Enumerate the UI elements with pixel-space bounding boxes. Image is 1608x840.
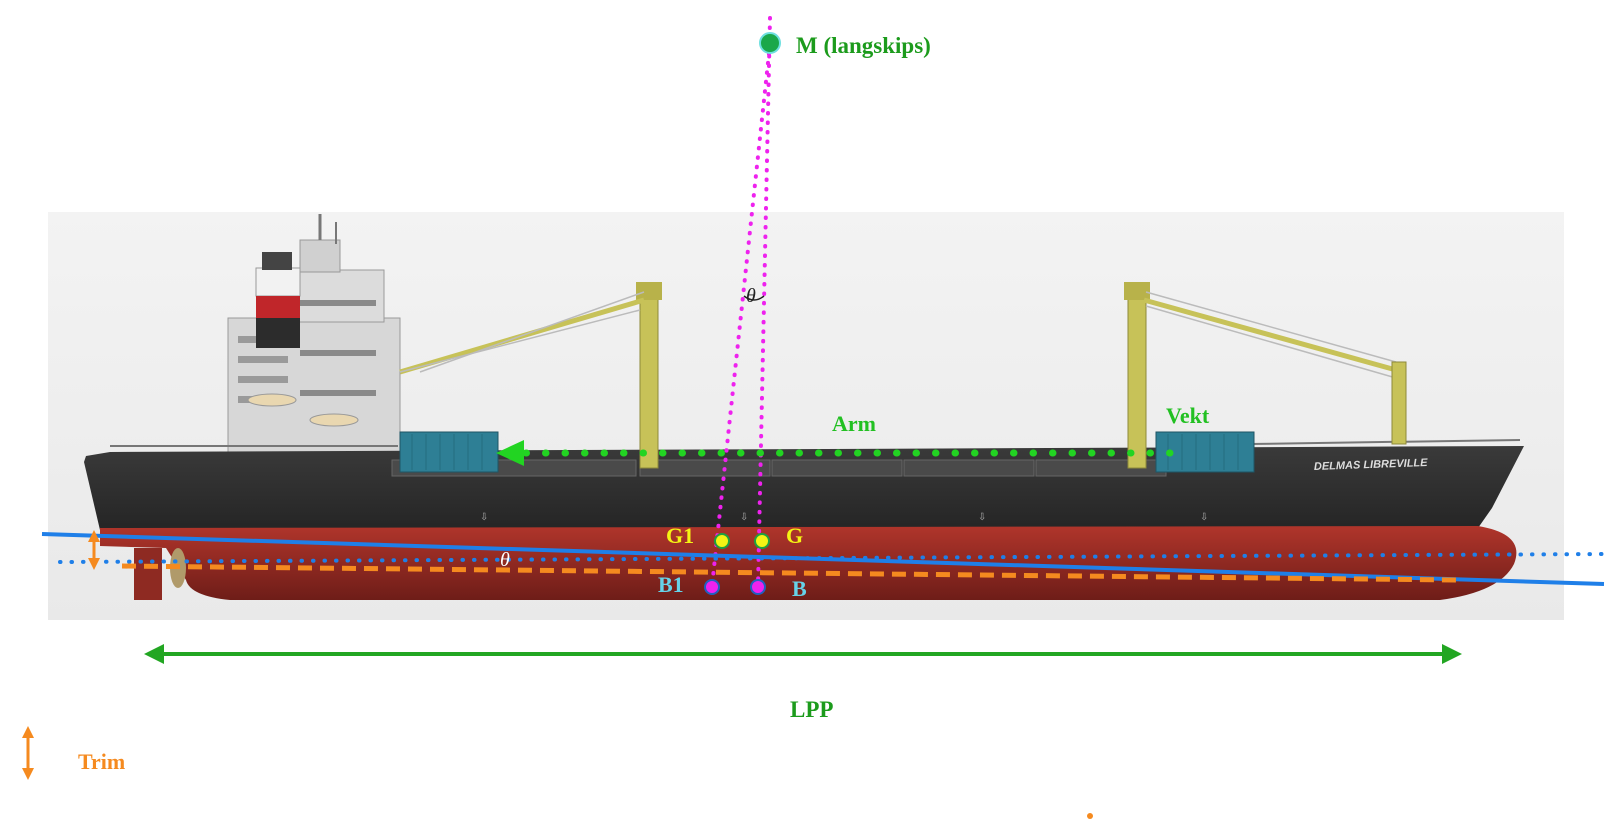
lpp-label: LPP (790, 697, 833, 722)
theta-angle-arc (743, 295, 765, 301)
forward-crane (1124, 282, 1407, 469)
theta-top-label: θ (746, 285, 756, 307)
metacenter-point (759, 32, 781, 54)
trim-reference-line (121, 563, 1459, 583)
b1-label: B1 (658, 572, 684, 597)
b1-point (704, 579, 720, 595)
line-m-to-b (756, 16, 772, 588)
inclined-waterline (41, 532, 1605, 586)
b-point (750, 579, 766, 595)
container-aft (399, 431, 499, 473)
theta-waterline-label: θ (500, 549, 510, 571)
arrowhead-left-icon (496, 440, 524, 466)
trim-label: Trim (78, 749, 125, 774)
funnel (255, 252, 301, 348)
line-m-to-b1 (710, 42, 772, 588)
double-vertical-arrow-icon (22, 726, 34, 780)
double-vertical-arrow-icon (88, 530, 100, 570)
original-waterline (58, 552, 1608, 564)
double-horizontal-arrow-icon (144, 644, 1462, 664)
svg-text:⇩: ⇩ (1200, 512, 1208, 523)
arm-label: Arm (832, 411, 876, 436)
svg-text:⇩: ⇩ (740, 512, 748, 523)
svg-text:⇩: ⇩ (480, 512, 488, 523)
b-label: B (792, 576, 807, 601)
g1-point (714, 533, 730, 549)
cargo-ship: ⇩ ⇩ ⇩ ⇩ DELMAS LIBREVILLE (84, 214, 1524, 600)
rudder (134, 548, 162, 600)
g-label: G (786, 523, 803, 548)
weight-label: Vekt (1166, 403, 1210, 428)
stray-dot (1087, 813, 1093, 819)
hull-upper (84, 446, 1524, 530)
g-point (754, 533, 770, 549)
svg-text:⇩: ⇩ (978, 512, 986, 523)
ship-name-label: DELMAS LIBREVILLE (1314, 457, 1429, 473)
aft-crane (399, 282, 662, 469)
hull-lower-red (100, 526, 1517, 600)
metacenter-label: M (langskips) (796, 33, 931, 58)
g1-label: G1 (666, 523, 694, 548)
